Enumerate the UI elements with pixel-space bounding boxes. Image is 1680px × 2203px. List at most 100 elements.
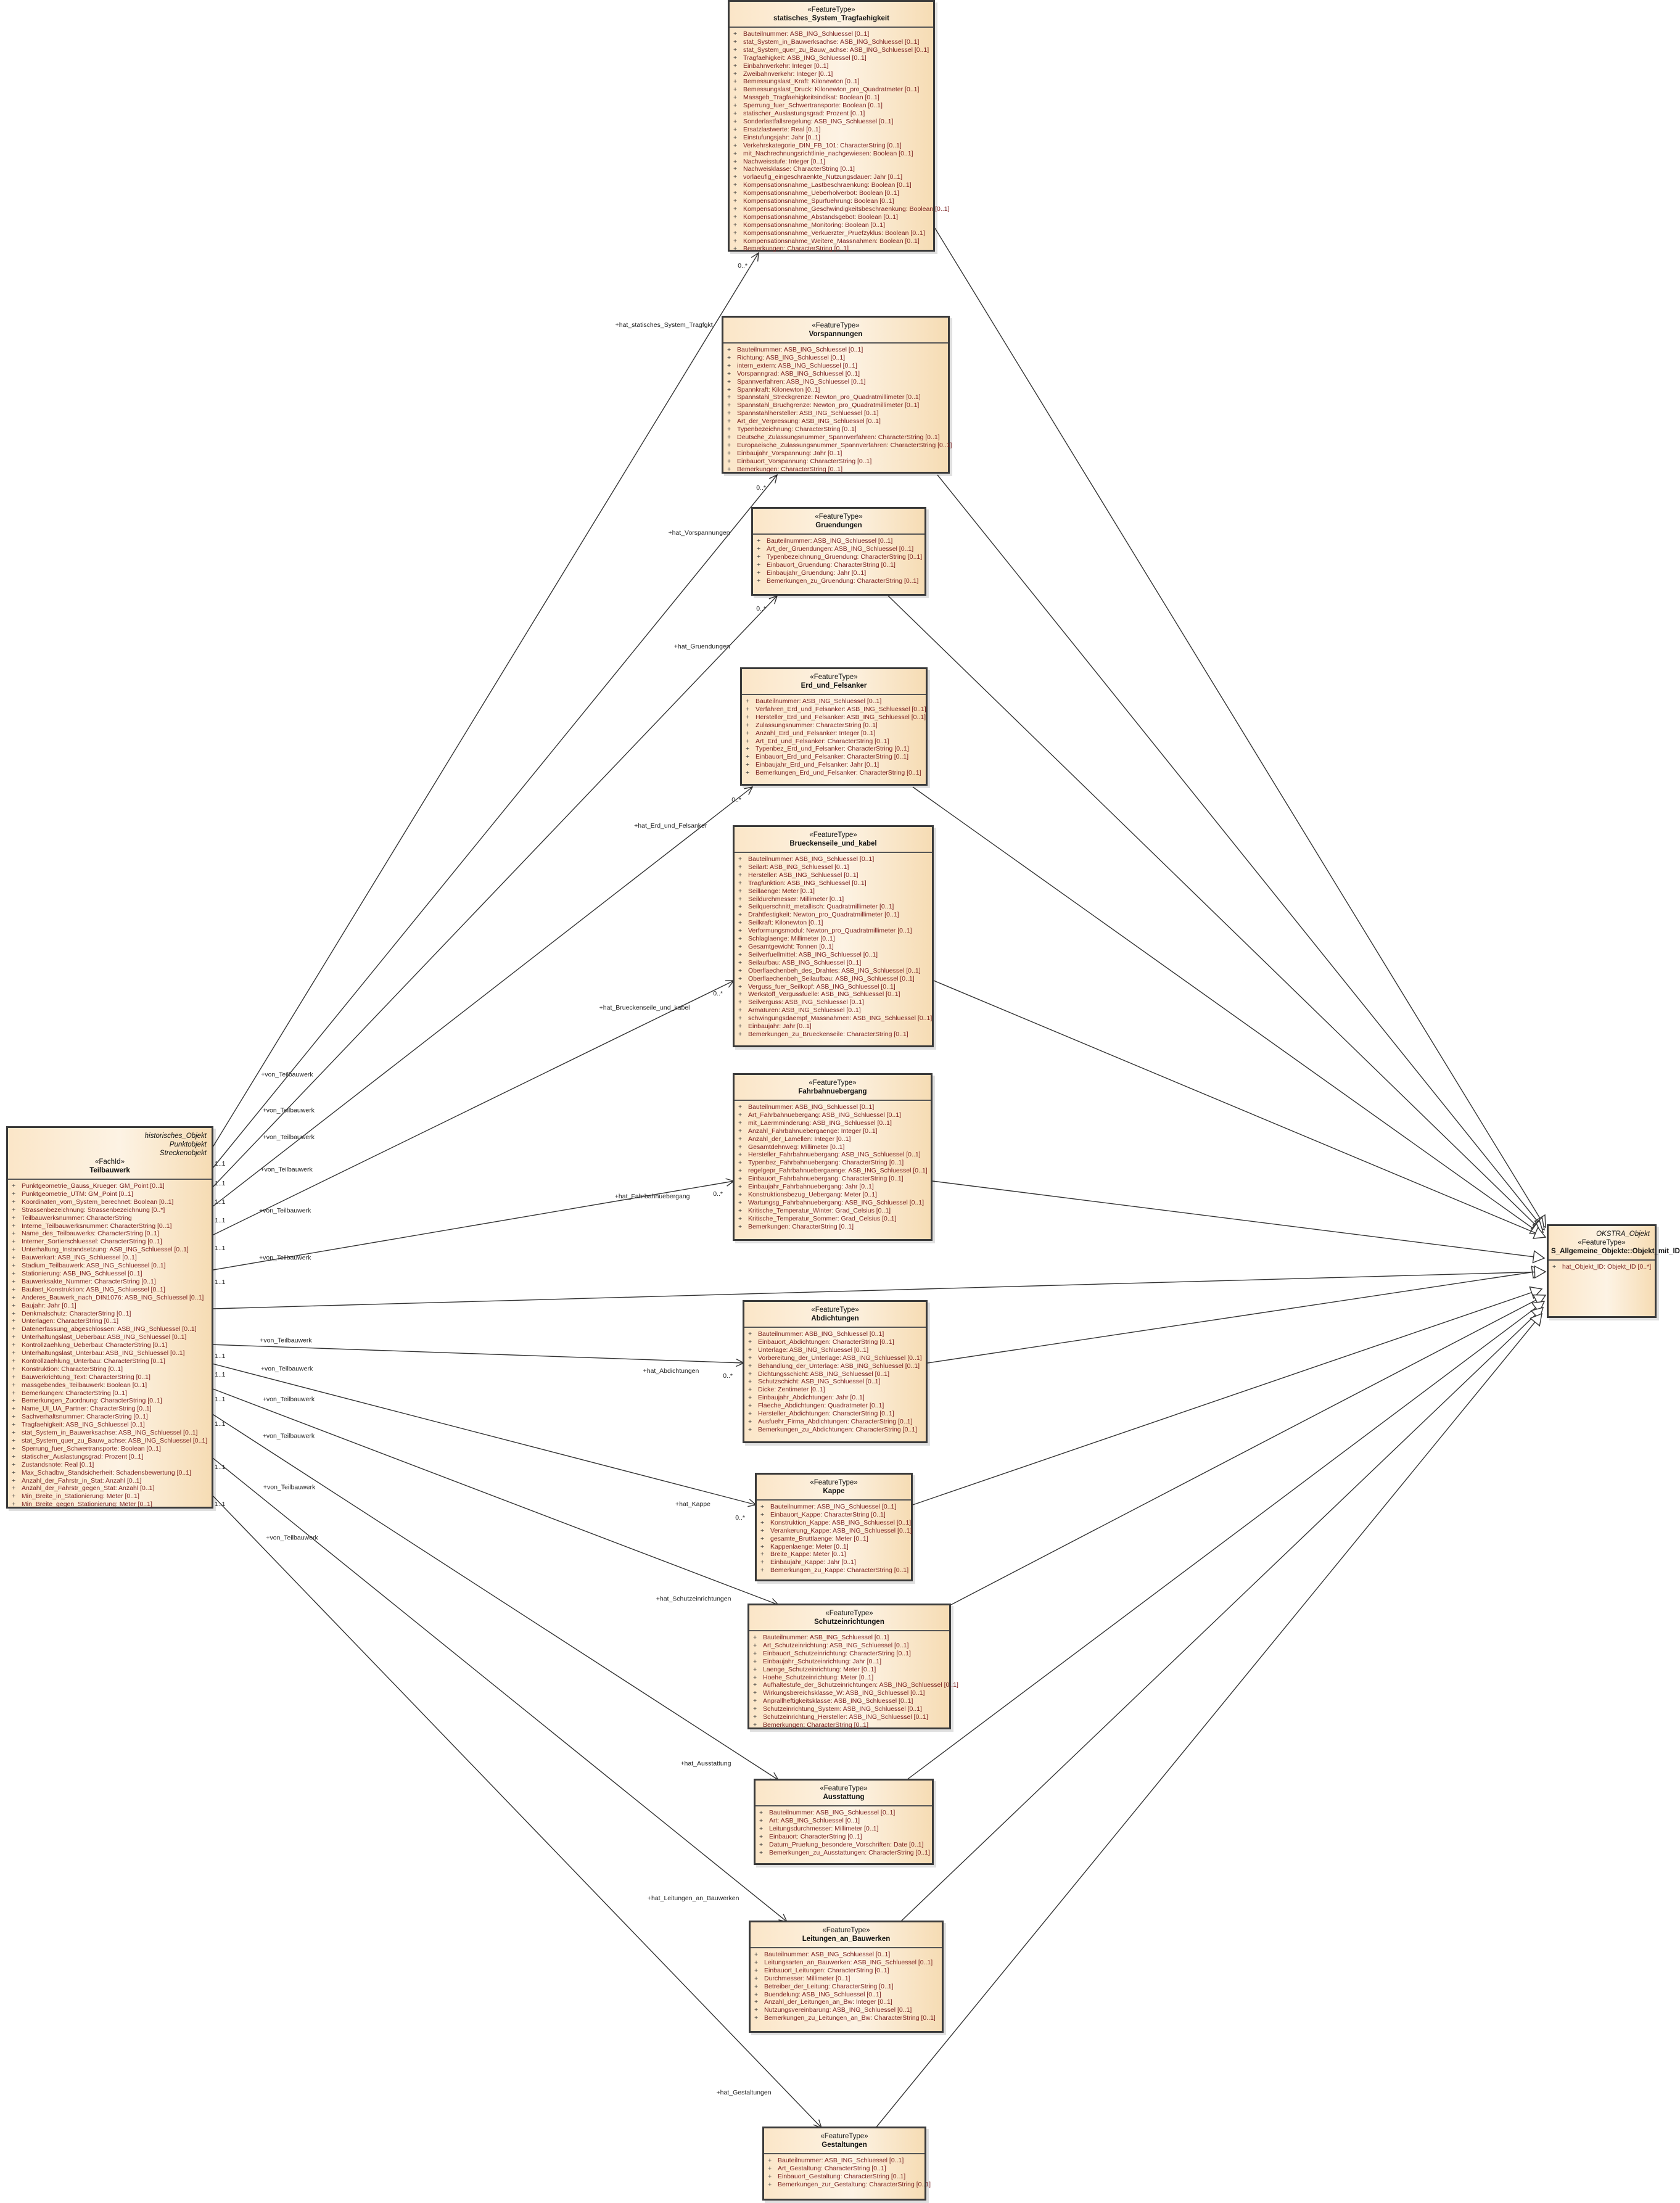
gestaltungen-class-box[interactable]: «FeatureType»Gestaltungen+Bauteilnummer:… <box>762 2127 931 2201</box>
visibility-marker: + <box>727 449 731 457</box>
visibility-marker: + <box>748 1354 752 1362</box>
association-line <box>209 474 778 1172</box>
attribute-text: Bemerkungen: CharacterString [0..1] <box>22 1389 128 1397</box>
attribute-item: +stat_System_in_Bauwerksachse: ASB_ING_S… <box>733 38 929 46</box>
attribute-text: Kompensationsnahme_Monitoring: Boolean [… <box>743 221 885 229</box>
attribute-text: Bemerkungen: CharacterString [0..1] <box>737 465 843 473</box>
visibility-marker: + <box>733 165 738 173</box>
source-role-label: +von_Teilbauwerk <box>259 1254 311 1261</box>
visibility-marker: + <box>738 871 743 879</box>
visibility-marker: + <box>746 729 750 737</box>
attribute-text: Spannkraft: Kilonewton [0..1] <box>737 385 820 393</box>
attribute-item: +Einbaujahr_Kappe: Jahr [0..1] <box>760 1559 907 1567</box>
okstra-objekt-mit-id-class-box[interactable]: OKSTRA_Objekt«FeatureType»S_Allgemeine_O… <box>1547 1224 1680 1318</box>
attribute-text: Armaturen: ASB_ING_Schluessel [0..1] <box>748 1007 861 1015</box>
attribute-text: Bauteilnummer: ASB_ING_Schluessel [0..1] <box>767 537 893 545</box>
source-role-label: +von_Teilbauwerk <box>260 1336 312 1344</box>
statisches-system-class-box[interactable]: «FeatureType»statisches_System_Tragfaehi… <box>728 0 949 252</box>
visibility-marker: + <box>727 385 731 393</box>
visibility-marker: + <box>12 1238 16 1246</box>
attribute-text: Punktgeometrie_Gauss_Krueger: GM_Point [… <box>22 1182 165 1190</box>
schutzeinrichtungen-class-box[interactable]: «FeatureType»Schutzeinrichtungen+Bauteil… <box>747 1604 958 1729</box>
attribute-text: Einbaujahr: Jahr [0..1] <box>748 1023 812 1031</box>
visibility-marker: + <box>738 1111 743 1119</box>
attribute-item: +Einbauort_Kappe: CharacterString [0..1] <box>760 1511 907 1519</box>
attribute-text: Kompensationsnahme_Geschwindigkeitsbesch… <box>743 205 950 213</box>
attribute-text: Bauteilnummer: ASB_ING_Schluessel [0..1] <box>764 1951 891 1958</box>
gruendungen-class-box[interactable]: «FeatureType»Gruendungen+Bauteilnummer: … <box>751 507 926 596</box>
attribute-list: +Bauteilnummer: ASB_ING_Schluessel [0..1… <box>753 535 924 588</box>
attribute-text: Leitungsdurchmesser: Millimeter [0..1] <box>769 1824 879 1832</box>
association-line <box>209 1344 744 1364</box>
source-multiplicity-label: 1..1 <box>215 1245 226 1252</box>
attribute-item: +Denkmalschutz: CharacterString [0..1] <box>12 1310 208 1318</box>
attribute-text: Einbaujahr_Abdichtungen: Jahr [0..1] <box>758 1394 865 1402</box>
attribute-text: massgebendes_Teilbauwerk: Boolean [0..1] <box>22 1381 147 1389</box>
target-multiplicity-label: 0..* <box>756 605 766 612</box>
association-line <box>209 980 735 1237</box>
leitungen-class-box[interactable]: «FeatureType»Leitungen_an_Bauwerken+Baut… <box>749 1921 944 2033</box>
attribute-text: Seilaufbau: ASB_ING_Schluessel [0..1] <box>748 958 862 966</box>
visibility-marker: + <box>748 1338 752 1346</box>
attribute-item: +Unterhaltungslast_Unterbau: ASB_ING_Sch… <box>12 1349 208 1357</box>
attribute-text: Interne_Teilbauwerksnummer: CharacterStr… <box>22 1222 172 1230</box>
visibility-marker: + <box>746 698 750 705</box>
attribute-item: +Einbauort_Gestaltung: CharacterString [… <box>768 2173 921 2181</box>
ausstattung-class-box[interactable]: «FeatureType»Ausstattung+Bauteilnummer: … <box>754 1779 934 1865</box>
visibility-marker: + <box>733 86 738 94</box>
attribute-item: +Leitungsdurchmesser: Millimeter [0..1] <box>759 1825 928 1833</box>
visibility-marker: + <box>748 1362 752 1370</box>
visibility-marker: + <box>12 1476 16 1484</box>
generalization-line <box>887 595 1544 1233</box>
brueckenseile-class-box[interactable]: «FeatureType»Brueckenseile_und_kabel+Bau… <box>733 825 934 1047</box>
attribute-item: +Deutsche_Zulassungsnummer_Spannverfahre… <box>727 434 944 442</box>
visibility-marker: + <box>760 1503 765 1510</box>
visibility-marker: + <box>727 441 731 449</box>
visibility-marker: + <box>733 94 738 102</box>
attribute-item: +Massgeb_Tragfaehigkeitsindikat: Boolean… <box>733 94 929 102</box>
abdichtungen-class-box[interactable]: «FeatureType»Abdichtungen+Bauteilnummer:… <box>743 1300 928 1443</box>
erd-felsanker-class-box[interactable]: «FeatureType»Erd_und_Felsanker+Bauteilnu… <box>740 667 928 786</box>
visibility-marker: + <box>12 1325 16 1333</box>
target-multiplicity-label: 0..* <box>735 1514 745 1522</box>
class-name: Brueckenseile_und_kabel <box>789 840 877 847</box>
association-line <box>209 1455 788 1922</box>
visibility-marker: + <box>12 1389 16 1397</box>
attribute-text: Bemerkungen_Zuordnung: CharacterString [… <box>22 1397 162 1405</box>
generalization-line <box>912 1288 1542 1505</box>
stereotype-label: «FeatureType» <box>825 1610 873 1617</box>
attribute-text: Interner_Sortierschluessel: CharacterStr… <box>22 1238 162 1246</box>
attribute-list: +Bauteilnummer: ASB_ING_Schluessel [0..1… <box>742 695 926 781</box>
attribute-text: Dicke: Zentimeter [0..1] <box>758 1386 825 1394</box>
attribute-item: +Kompensationsnahme_Abstandsgebot: Boole… <box>733 213 929 221</box>
source-multiplicity-label: 1..1 <box>215 1217 226 1224</box>
visibility-marker: + <box>748 1378 752 1386</box>
attribute-text: Zustandsnote: Real [0..1] <box>22 1460 94 1468</box>
attribute-item: +Kompensationsnahme_Verkuerzter_Pruefzyk… <box>733 229 929 237</box>
attribute-item: +Kappenlaenge: Meter [0..1] <box>760 1543 907 1551</box>
visibility-marker: + <box>746 769 750 777</box>
attribute-text: Leitungsarten_an_Bauwerken: ASB_ING_Schl… <box>764 1958 933 1966</box>
kappe-class-box[interactable]: «FeatureType»Kappe+Bauteilnummer: ASB_IN… <box>755 1473 913 1581</box>
vorspannungen-class-box[interactable]: «FeatureType»Vorspannungen+Bauteilnummer… <box>722 316 952 474</box>
attribute-item: +Kompensationsnahme_Spurfuehrung: Boolea… <box>733 197 929 205</box>
attribute-text: hat_Objekt_ID: Objekt_ID [0..*] <box>1562 1263 1652 1270</box>
attribute-text: Verformungsmodul: Newton_pro_Quadratmill… <box>748 927 912 935</box>
fahrbahnuebergang-class-box[interactable]: «FeatureType»Fahrbahnuebergang+Bauteilnu… <box>733 1073 933 1241</box>
visibility-marker: + <box>12 1357 16 1365</box>
attribute-item: + Bemerkungen: CharacterString [0..1] <box>12 1390 208 1398</box>
attribute-item: +Sperrung_fuer_Schwertransporte: Boolean… <box>733 102 929 110</box>
attribute-list: +Bauteilnummer: ASB_ING_Schluessel [0..1… <box>749 1631 958 1733</box>
attribute-item: +mit_Laermminderung: ASB_ING_Schluessel … <box>738 1119 927 1127</box>
attribute-item: +Nutzungsvereinbarung: ASB_ING_Schluesse… <box>754 2006 938 2014</box>
attribute-item: +Einstufungsjahr: Jahr [0..1] <box>733 134 929 142</box>
attribute-item: +Kompensationsnahme_Lastbeschraenkung: B… <box>733 181 929 189</box>
attribute-item: +Art_Fahrbahnuebergang: ASB_ING_Schluess… <box>738 1111 927 1119</box>
visibility-marker: + <box>759 1840 764 1848</box>
attribute-text: Zweibahnverkehr: Integer [0..1] <box>743 70 833 78</box>
attribute-text: Bemerkungen_zu_Kappe: CharacterString [0… <box>770 1567 909 1575</box>
attribute-item: +Verankerung_Kappe: ASB_ING_Schluessel [… <box>760 1527 912 1535</box>
source-multiplicity-label: 1..1 <box>215 1279 226 1286</box>
